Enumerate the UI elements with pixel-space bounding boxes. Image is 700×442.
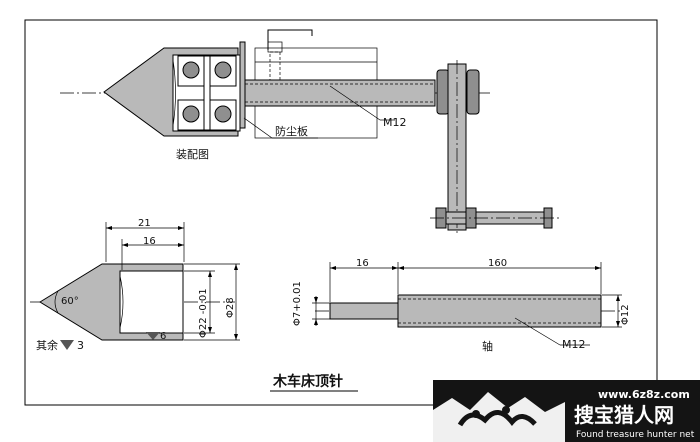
bore-dia-label: Φ22 -0.01 — [198, 288, 209, 338]
assembly-dust-cover-label: 防尘板 — [275, 124, 308, 138]
shaft-part-view: 16 160 Φ7+0.01 Φ12 M12 轴 — [292, 258, 631, 353]
watermark-name-en: Found treasure hunter net — [576, 430, 695, 440]
drawing-border — [24, 19, 658, 406]
large-dia-label: Φ12 — [620, 304, 631, 325]
center-part-view: 21 16 60° Φ22 -0.01 Φ28 6 其余 3 — [30, 218, 240, 352]
roughness-value: 6 — [160, 331, 166, 342]
dim-21: 21 — [138, 218, 151, 229]
general-roughness-value: 3 — [77, 339, 84, 352]
assembly-caption: 装配图 — [176, 148, 209, 161]
dim-16-center: 16 — [143, 236, 156, 247]
drawing-title: 木车床顶针 — [272, 373, 343, 390]
watermark-name-cn: 搜宝猎人网 — [574, 403, 674, 427]
general-roughness-label: 其余 — [36, 338, 58, 352]
shaft-small-end — [329, 302, 399, 320]
assembly-thread-label: M12 — [383, 116, 407, 129]
assembly-nut-left — [436, 69, 450, 115]
watermark: www.6z8z.com 搜宝猎人网 Found treasure hunter… — [433, 380, 700, 442]
assembly-bearing-right — [209, 55, 237, 131]
shaft-thread-label: M12 — [562, 338, 586, 351]
roughness-symbol — [146, 332, 160, 340]
shaft-main-body — [397, 294, 602, 328]
outer-dia-label: Φ28 — [225, 297, 236, 318]
assembly-nut-right — [466, 69, 480, 115]
assembly-dust-plate — [239, 41, 246, 129]
angle-label: 60° — [61, 296, 79, 307]
watermark-url: www.6z8z.com — [598, 388, 690, 401]
general-roughness-symbol — [60, 340, 74, 350]
assembly-bearing-left — [177, 55, 205, 131]
dim-16-shaft: 16 — [356, 258, 369, 269]
small-dia-label: Φ7+0.01 — [292, 281, 303, 326]
assembly-view: M12 防尘板 装配图 — [60, 29, 560, 236]
dim-160: 160 — [488, 258, 507, 269]
shaft-caption: 轴 — [482, 339, 493, 353]
